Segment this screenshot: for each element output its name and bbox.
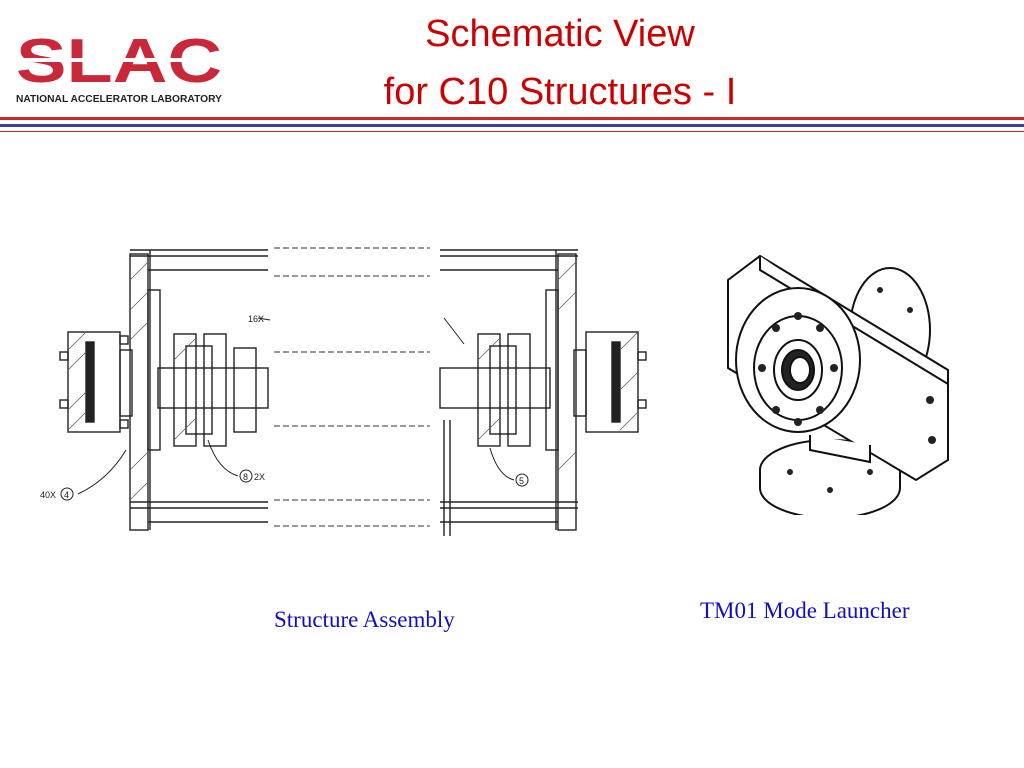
logo-subtitle: NATIONAL ACCELERATOR LABORATORY	[16, 94, 222, 105]
header-rule-blue	[0, 124, 1024, 127]
slide-title-line-1: Schematic View	[425, 13, 695, 55]
tm01-mode-launcher-drawing	[727, 254, 949, 515]
structure-assembly-drawing: 16X 40X 4 8 2X 5	[40, 247, 647, 536]
callout-4: 4	[64, 490, 69, 500]
slac-logo: SLAC NATIONAL ACCELERATOR LABORATORY	[14, 27, 226, 105]
header-rule-red-thin	[0, 131, 1024, 132]
callout-40x: 40X	[40, 490, 56, 500]
callout-8: 8	[243, 472, 248, 482]
slide-title-line-2: for C10 Structures - I	[383, 71, 737, 113]
logo-stripe	[14, 58, 226, 62]
callout-2x: 2X	[254, 472, 265, 482]
callout-4-circle	[60, 487, 74, 501]
header-rule-red	[0, 117, 1024, 120]
structure-assembly-caption: Structure Assembly	[274, 607, 455, 632]
callout-5-circle	[515, 473, 529, 487]
callout-8-circle	[239, 469, 253, 483]
callout-16x: 16X	[248, 314, 264, 324]
callout-5: 5	[519, 476, 524, 486]
tm01-mode-launcher-caption: TM01 Mode Launcher	[700, 598, 910, 623]
